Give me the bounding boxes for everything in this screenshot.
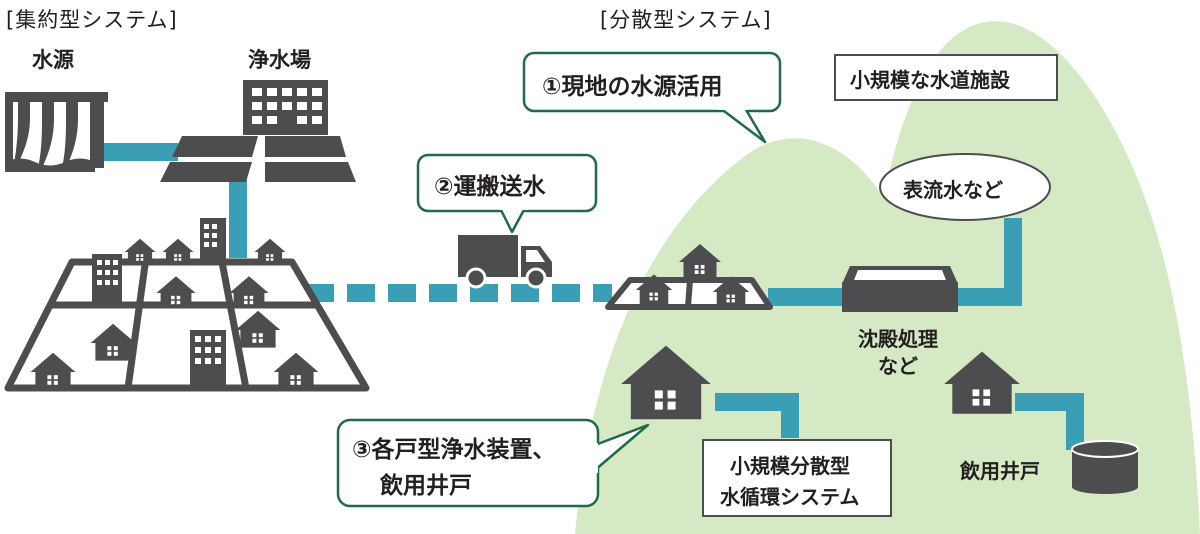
sedimentation-label-line2: など [878,354,918,378]
sedimentation-tank-icon [842,266,958,312]
callout-household-text-line2: 飲用井戸 [380,473,472,499]
city-house [162,238,194,265]
city-buildings [30,218,319,390]
pipe-house-to-well [1015,393,1084,450]
centralized-header: [集約型システム] [6,8,178,32]
truck-icon [458,235,552,289]
office-building-left [92,254,122,306]
small-facility-box [834,54,1058,101]
city-house [254,238,286,265]
dam-icon [5,92,108,172]
small-system-label-line2: 水循環システム [720,485,860,509]
callout-transport-text: ②運搬送水 [434,174,546,200]
water-source-label: 水源 [32,48,74,72]
hill-left [575,138,975,534]
small-system-label-line1: 小規模分散型 [730,454,850,478]
treatment-plant-label: 浄水場 [248,48,311,72]
well-label: 飲用井戸 [960,459,1040,483]
pipe-tank-to-surface [955,218,1022,306]
surface-water-label: 表流水など [903,178,1003,202]
callout-local-source-text: ①現地の水源活用 [542,74,723,100]
surface-water-ellipse [879,153,1051,221]
callout-transport [416,153,598,234]
well-icon [1071,440,1139,494]
city-house [124,238,156,265]
tower-building [200,218,226,262]
treatment-plant-icon [160,80,356,182]
small-system-box [702,439,892,517]
sedimentation-label-line1: 沈殿処理 [858,327,938,351]
callout-local-source [522,51,782,144]
pipes [95,143,1084,450]
office-building-center [190,330,226,385]
decentralized-header: [分散型システム] [600,8,772,32]
hills [575,21,1200,534]
small-village [605,244,773,310]
callout-household-text-line1: ③各戸型浄水装置、 [352,437,556,463]
pipe-house-to-system [715,393,799,438]
callout-household [336,418,650,508]
small-facility-label: 小規模な水道施設 [850,68,1010,92]
